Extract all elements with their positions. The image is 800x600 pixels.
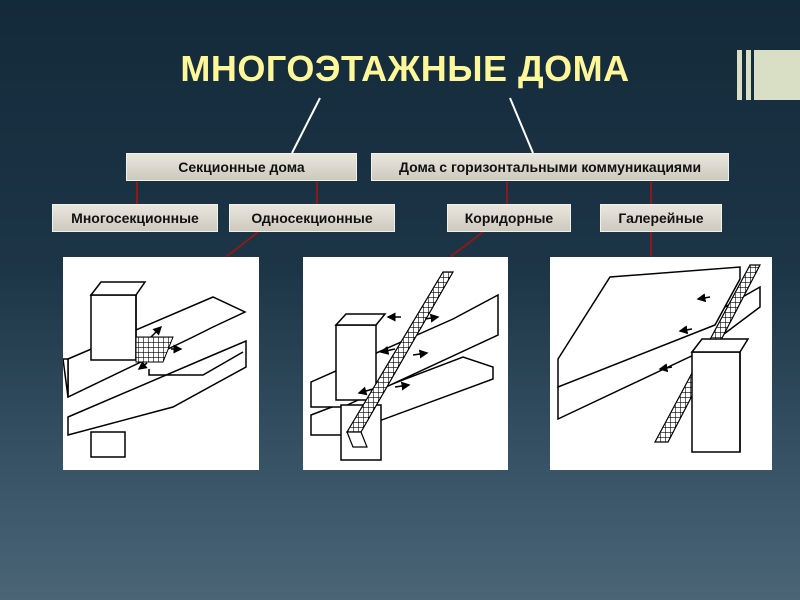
slide-title: МНОГОЭТАЖНЫЕ ДОМА [180, 48, 630, 89]
deco-bar-thin [737, 50, 742, 100]
node-horizontal-communication-houses: Дома с горизонтальными коммуникациями [371, 153, 729, 181]
connector-title-horizontal [509, 97, 534, 154]
connector-corridor-image [449, 231, 484, 258]
node-gallery: Галерейные [600, 204, 722, 232]
deco-bar-wide [754, 50, 800, 100]
illustration-gallery [550, 257, 772, 470]
node-multi-section: Многосекционные [52, 204, 218, 232]
node-sectional-houses: Секционные дома [126, 153, 357, 181]
illustration-corridor [303, 257, 508, 470]
node-single-section: Односекционные [229, 204, 395, 232]
connector-title-sectional [291, 97, 321, 154]
node-corridor: Коридорные [447, 204, 571, 232]
connector-single-image [225, 231, 259, 258]
illustration-single-section [63, 257, 259, 470]
deco-bar-thin [746, 50, 751, 100]
